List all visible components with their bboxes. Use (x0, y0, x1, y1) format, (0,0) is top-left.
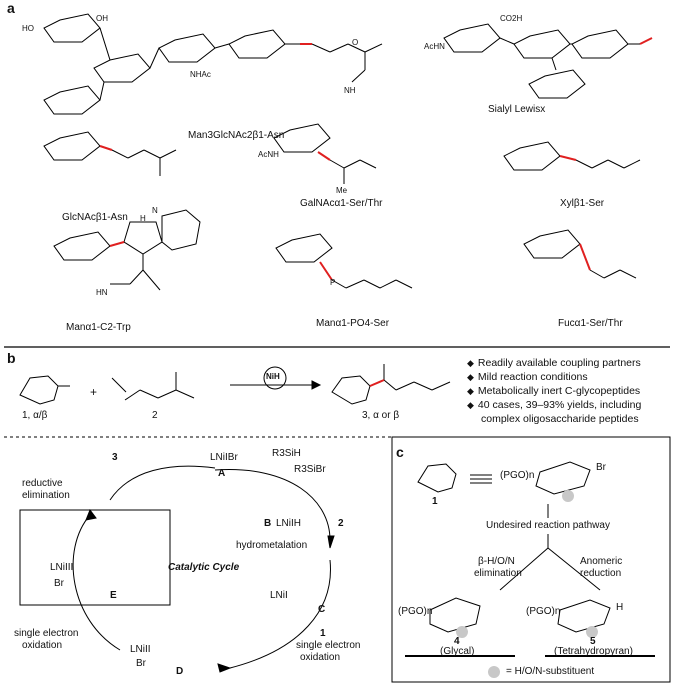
panel-a-structures (43, 13, 641, 291)
plus-sign: + (90, 385, 98, 399)
branch-right-1: Anomeric (580, 556, 623, 567)
diamond-icon: ◆ (467, 372, 474, 382)
atom-label-co2h: CO2H (500, 14, 523, 23)
panel-c-pgo-right: (PGO)n (526, 606, 561, 617)
atom-label-achn: AcHN (424, 42, 445, 51)
reagent-1-label: 1, α/β (22, 410, 48, 421)
panel-c-scheme (405, 461, 655, 657)
species-b-letter: B (264, 518, 272, 529)
species-d-metal: LNiII (130, 644, 151, 655)
atom-label-acnh: AcNH (258, 150, 279, 159)
species-b: LNiIH (276, 518, 302, 529)
panel-b-letter: b (7, 350, 16, 366)
label-man-po4-ser: Manα1-PO4-Ser (316, 318, 390, 329)
advantages-list: ◆Readily available coupling partners ◆Mi… (467, 356, 641, 426)
red-linkage-bonds (99, 37, 653, 281)
label-galnac-ser-thr: GalNAcα1-Ser/Thr (300, 198, 383, 209)
catalytic-cycle (19, 465, 335, 673)
product-red-bond (369, 379, 385, 387)
step-seo-2: single electron (14, 628, 79, 639)
species-e-metal: LNiIII (50, 562, 74, 573)
label-man3glcnac2-asn: Man3GlcNAc2β1-Asn (188, 130, 285, 141)
atom-label-n: N (152, 206, 158, 215)
label-glcnac-asn: GlcNAcβ1-Asn (62, 212, 128, 223)
step-seo-2b: oxidation (22, 640, 63, 651)
branch-left-2: elimination (474, 568, 522, 579)
species-d-br: Br (136, 658, 146, 669)
atom-label-hn: HN (96, 288, 108, 297)
step-reductive: reductive (22, 478, 63, 489)
step-seo-1: single electron (296, 640, 361, 651)
cycle-sub-2: 2 (338, 518, 344, 529)
bullet-item: ◆Readily available coupling partners (467, 357, 641, 369)
species-a: LNiIBr (210, 452, 238, 463)
catalytic-cycle-title: Catalytic Cycle (168, 562, 240, 573)
reagent-2-label: 2 (152, 410, 158, 421)
label-xyl-ser: Xylβ1-Ser (560, 198, 605, 209)
undesired-pathway: Undesired reaction pathway (486, 520, 610, 531)
compound-5-name: (Tetrahydropyran) (554, 646, 633, 657)
label-fuc-ser-thr: Fucα1-Ser/Thr (558, 318, 623, 329)
panel-a-letter: a (7, 0, 15, 16)
substituent-dots (456, 490, 598, 678)
product-3-label: 3, α or β (362, 410, 400, 421)
panel-c-h: H (616, 602, 624, 613)
step-reductive-b: elimination (22, 490, 70, 501)
atom-label-oh: OH (96, 14, 108, 23)
atom-label-p: P (330, 278, 336, 287)
compound-4-number: 4 (454, 636, 460, 647)
legend-substituent: = H/O/N-substituent (506, 666, 595, 677)
atom-label-me: Me (336, 186, 348, 195)
panel-c-pgo-top: (PGO)n (500, 470, 535, 481)
step-seo-1b: oxidation (300, 652, 341, 663)
panel-c-frame (391, 436, 671, 683)
branch-right-2: reduction (580, 568, 622, 579)
bullet-item: ◆Metabolically inert C-glycopeptides (467, 385, 641, 397)
diamond-icon: ◆ (467, 386, 474, 396)
cycle-sub-1: 1 (320, 628, 326, 639)
label-man-c2-trp: Manα1-C2-Trp (66, 322, 131, 333)
atom-label-h: H (140, 214, 146, 223)
species-e-br: Br (54, 578, 64, 589)
species-a-letter: A (218, 468, 226, 479)
silane: R3SiH (272, 448, 301, 459)
compound-4-name: (Glycal) (440, 646, 475, 657)
cycle-product-3: 3 (112, 452, 118, 463)
panel-c-letter: c (396, 444, 404, 460)
panel-c-br: Br (596, 462, 606, 473)
panel-c-compound-1: 1 (432, 496, 438, 507)
diamond-icon: ◆ (467, 358, 474, 368)
nih-catalyst: NiH (266, 372, 280, 381)
panel-b-scheme (19, 364, 451, 405)
atom-label-o: O (352, 38, 359, 47)
label-sialyl-lewis-x: Sialyl Lewisx (488, 104, 546, 115)
atom-label-ho: HO (22, 24, 34, 33)
diamond-icon: ◆ (467, 400, 474, 410)
bullet-item: ◆40 cases, 39–93% yields, including (467, 399, 642, 411)
atom-label-nhac: NHAc (190, 70, 211, 79)
bullet-item: ◆Mild reaction conditions (467, 371, 588, 383)
branch-left-1: β-H/O/N (478, 556, 515, 567)
species-e-letter: E (110, 590, 117, 601)
bullet-item: complex oligosaccharide peptides (481, 413, 639, 425)
silyl-bromide: R3SiBr (294, 464, 326, 475)
step-hydrometalation: hydrometalation (236, 540, 308, 551)
compound-5-number: 5 (590, 636, 596, 647)
species-c-letter: C (318, 604, 326, 615)
atom-label-nh: NH (344, 86, 356, 95)
species-c-metal: LNiI (270, 590, 288, 601)
panel-c-pgo-left: (PGO)n (398, 606, 433, 617)
species-d-letter: D (176, 666, 184, 677)
